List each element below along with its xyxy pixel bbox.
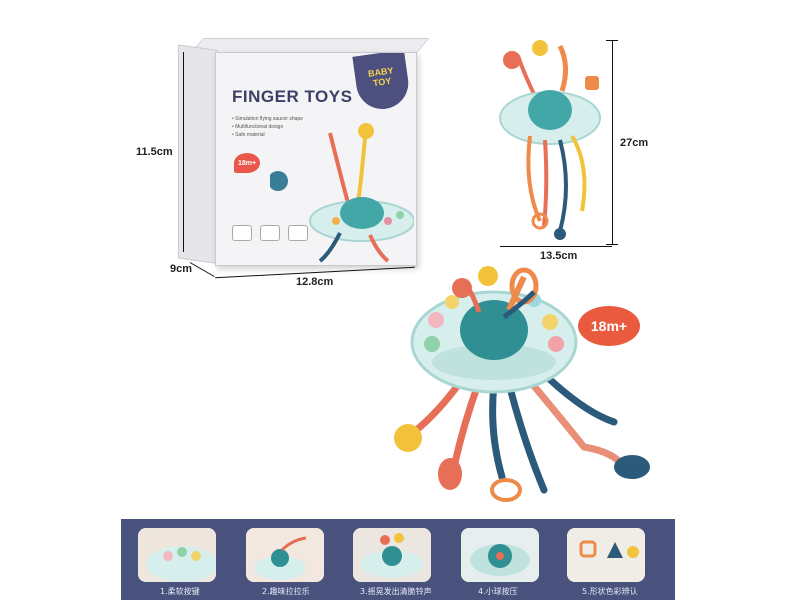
box-side-face <box>178 44 218 264</box>
brand-logo: BABY TOY <box>352 53 412 113</box>
feature-thumb-4 <box>461 528 539 582</box>
box-bullet: • Multifunctional design <box>232 124 284 130</box>
feature-thumb-3 <box>353 528 431 582</box>
dim-line-box-depth <box>189 262 215 277</box>
box-bullets: • Simulation flying saucer shape • Multi… <box>232 115 322 139</box>
rattle-image <box>353 528 431 582</box>
box-bullet: • Safe material <box>232 132 265 138</box>
shape-color-image <box>567 528 645 582</box>
dim-tick-bottom <box>606 244 618 245</box>
leaf-icon <box>260 225 280 241</box>
dim-tick-top <box>606 40 618 41</box>
feature-thumb-1 <box>138 528 216 582</box>
heart-icon <box>232 225 252 241</box>
dim-line-box-height <box>183 52 184 252</box>
box-front-face: FINGER TOYS BABY TOY • Simulation flying… <box>215 52 417 266</box>
dim-toy-height: 27cm <box>620 137 649 149</box>
age-bubble: 18m+ <box>578 306 640 346</box>
toy-large-image <box>394 266 650 502</box>
dim-box-height: 11.5cm <box>136 146 173 158</box>
box-title: FINGER TOYS <box>232 87 353 106</box>
pull-play-image <box>246 528 324 582</box>
dim-box-depth: 9cm <box>170 263 193 275</box>
toy-small-image <box>499 40 601 240</box>
box-toy-illustration <box>270 123 414 263</box>
dim-toy-width: 13.5cm <box>540 250 578 262</box>
box-bullet: • Simulation flying saucer shape <box>232 116 303 122</box>
feature-caption-5: 5.形状色彩辨认 <box>582 587 638 596</box>
feature-thumb-2 <box>246 528 324 582</box>
ball-press-image <box>461 528 539 582</box>
feature-caption-4: 4.小球按压 <box>478 587 518 596</box>
feature-caption-3: 3.摇晃发出清脆铃声 <box>360 587 432 596</box>
feature-caption-1: 1.柔软按键 <box>160 587 200 596</box>
dim-line-toy-width <box>500 246 612 247</box>
box-age-badge: 18m+ <box>234 153 260 173</box>
feature-caption-2: 2.趣味拉拉乐 <box>262 587 310 596</box>
dim-line-toy-height <box>612 40 613 244</box>
dim-box-width: 12.8cm <box>296 276 334 288</box>
hand-icon <box>288 225 308 241</box>
feature-thumb-5 <box>567 528 645 582</box>
soft-button-image <box>138 528 216 582</box>
box-feature-icons <box>232 225 308 241</box>
